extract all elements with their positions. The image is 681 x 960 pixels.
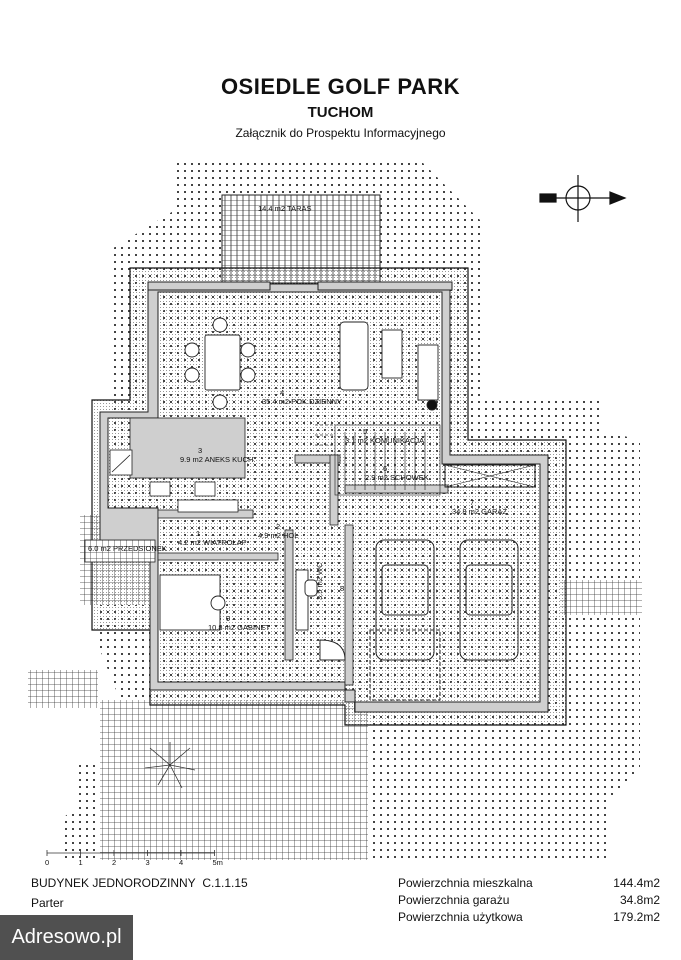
room-label: 4.9 m2 HOL [258, 531, 298, 540]
room-number: 3 [198, 446, 202, 455]
scale-tick-label: 0 [45, 858, 49, 867]
area-label: Powierzchnia użytkowa [398, 910, 523, 924]
scale-tick-label: 1 [79, 858, 83, 867]
entrance-canopy [84, 539, 156, 563]
office-and-wc-fixtures [159, 569, 346, 661]
caption: Załącznik do Prospektu Informacyjnego [235, 126, 446, 140]
room-label: 14.4 m2 TARAS [258, 204, 312, 213]
area-row-garage: Powierzchnia garażu 34.8m2 [398, 893, 660, 910]
area-summary: Powierzchnia mieszkalna 144.4m2 Powierzch… [398, 876, 660, 927]
area-value: 179.2m2 [613, 910, 660, 924]
room-label: 35.4 m2 POK.DZIENNY [262, 397, 342, 406]
area-value: 144.4m2 [613, 876, 660, 890]
kitchen-counter [109, 449, 239, 513]
scale-tick-label: 2 [112, 858, 116, 867]
room-label: 3.1 m2 KOMUNIKACJA [345, 436, 424, 445]
building-name-line: BUDYNEK JEDNORODZINNY C.1.1.15 [31, 876, 248, 890]
decorative-plant [144, 742, 196, 789]
room-label: 4.2 m2 WIATROŁAP [178, 538, 247, 547]
scale-tick-label: 4 [179, 858, 183, 867]
estate-title: OSIEDLE GOLF PARK [220, 74, 461, 99]
dining-furniture [184, 317, 439, 411]
room-number: 9 [226, 614, 230, 623]
interior-walls [129, 417, 449, 686]
exterior-walls [99, 281, 549, 713]
room-number: 5 [363, 427, 367, 436]
watermark-logo: Adresowo.pl [0, 915, 133, 960]
area-label: Powierzchnia garażu [398, 893, 510, 907]
garage-cars [369, 464, 536, 701]
building-name: BUDYNEK JEDNORODZINNY [31, 876, 196, 890]
room-label: 2.9 m2 SCHOWEK [365, 473, 429, 482]
room-label: 34.8 m2 GARAŻ [452, 507, 507, 516]
area-row-living: Powierzchnia mieszkalna 144.4m2 [398, 876, 660, 893]
room-number: 2 [276, 522, 280, 531]
room-number: 6 [383, 464, 387, 473]
area-value: 34.8m2 [619, 893, 660, 907]
area-label: Powierzchnia mieszkalna [398, 876, 533, 890]
room-number: 7 [470, 498, 474, 507]
room-number: 4 [280, 388, 284, 397]
room-label: 6.0 m2 PRZEDSIONEK [88, 544, 167, 553]
scale-bar: 0 1 2 3 4 5m [45, 850, 223, 867]
scale-tick-label: 5m [213, 858, 223, 867]
building-code: C.1.1.15 [202, 876, 248, 890]
room-number: 1 [196, 529, 200, 538]
area-row-usable: Powierzchnia użytkowa 179.2m2 [398, 910, 660, 927]
building-level: Parter [31, 896, 64, 910]
room-label: 9.9 m2 ANEKS KUCH. [180, 455, 255, 464]
room-label: 3.5 m2 WC [315, 562, 324, 600]
scale-tick-label: 3 [146, 858, 150, 867]
location-subtitle: TUCHOM [307, 104, 374, 121]
room-number: 8 [340, 584, 344, 593]
staircase [315, 424, 441, 496]
compass-icon [539, 175, 627, 222]
room-label: 10.8 m2 GABINET [208, 623, 271, 632]
